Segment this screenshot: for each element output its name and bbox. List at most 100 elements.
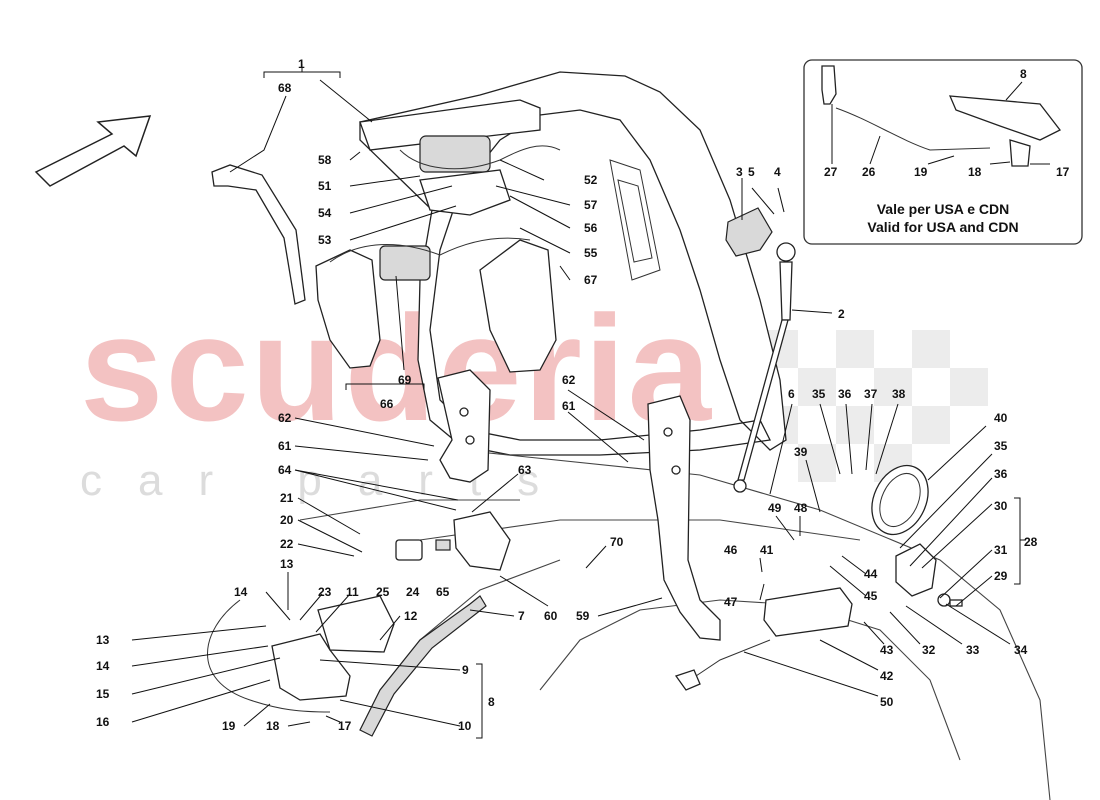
callout-18-bottom: 18 <box>266 719 280 733</box>
callout-50: 50 <box>880 695 894 709</box>
watermark-checker <box>760 330 988 482</box>
callout-43: 43 <box>880 643 894 657</box>
callout-63: 63 <box>518 463 532 477</box>
callout-6: 6 <box>788 387 795 401</box>
callout-20: 20 <box>280 513 294 527</box>
callout-23: 23 <box>318 585 332 599</box>
callout-22: 22 <box>280 537 294 551</box>
callout-59: 59 <box>576 609 590 623</box>
callout-35-top: 35 <box>812 387 826 401</box>
callout-5: 5 <box>748 165 755 179</box>
callout-15: 15 <box>96 687 110 701</box>
callout-11: 11 <box>346 585 359 599</box>
latch-assembly <box>207 511 511 713</box>
callout-61-right: 61 <box>562 399 576 413</box>
callout-13-top: 13 <box>280 557 294 571</box>
callout-51: 51 <box>318 179 332 193</box>
actuator-assembly <box>315 99 561 373</box>
callout-66: 66 <box>380 397 394 411</box>
callout-33: 33 <box>966 643 980 657</box>
callout-30: 30 <box>994 499 1008 513</box>
callout-25: 25 <box>376 585 390 599</box>
release-lever <box>674 587 853 691</box>
callout-48: 48 <box>794 501 808 515</box>
callout-8-inset: 8 <box>1020 67 1027 81</box>
callout-24: 24 <box>406 585 420 599</box>
callout-27: 27 <box>824 165 838 179</box>
inset-note-line2: Valid for USA and CDN <box>867 219 1018 235</box>
callout-68: 68 <box>278 81 292 95</box>
callout-1: 1 <box>298 57 305 71</box>
callout-53: 53 <box>318 233 332 247</box>
callout-18-inset: 18 <box>968 165 982 179</box>
callout-64: 64 <box>278 463 292 477</box>
callout-62-right: 62 <box>562 373 576 387</box>
callout-7: 7 <box>518 609 525 623</box>
callout-13-bottom: 13 <box>96 633 110 647</box>
callout-42: 42 <box>880 669 894 683</box>
callout-10: 10 <box>458 719 472 733</box>
callout-numbers: 1 68 58 51 54 53 52 57 56 55 67 69 66 3 … <box>96 57 1070 733</box>
callout-12: 12 <box>404 609 418 623</box>
callout-35-right: 35 <box>994 439 1008 453</box>
fuel-flap <box>871 464 929 536</box>
gas-strut <box>733 242 796 493</box>
callout-14-top: 14 <box>234 585 248 599</box>
callout-47: 47 <box>724 595 738 609</box>
callout-39: 39 <box>794 445 808 459</box>
callout-19-bottom: 19 <box>222 719 236 733</box>
callout-21: 21 <box>280 491 294 505</box>
callout-46: 46 <box>724 543 738 557</box>
callout-26: 26 <box>862 165 876 179</box>
callout-57: 57 <box>584 198 598 212</box>
callout-65: 65 <box>436 585 450 599</box>
direction-arrow-icon <box>34 115 152 187</box>
callout-67: 67 <box>584 273 598 287</box>
callout-2: 2 <box>838 307 845 321</box>
leader-lines <box>131 64 1050 739</box>
callout-31: 31 <box>994 543 1008 557</box>
callout-54: 54 <box>318 206 332 220</box>
callout-3: 3 <box>736 165 743 179</box>
callout-9: 9 <box>462 663 469 677</box>
bracket-3 <box>725 207 773 257</box>
callout-28: 28 <box>1024 535 1038 549</box>
callout-41: 41 <box>760 543 774 557</box>
callout-34: 34 <box>1014 643 1028 657</box>
callout-37: 37 <box>864 387 878 401</box>
hinge-right <box>647 395 721 641</box>
callout-70: 70 <box>610 535 624 549</box>
callout-69: 69 <box>398 373 412 387</box>
callout-36-top: 36 <box>838 387 852 401</box>
callout-55: 55 <box>584 246 598 260</box>
callout-40: 40 <box>994 411 1008 425</box>
callout-61-left: 61 <box>278 439 292 453</box>
callout-49: 49 <box>768 501 782 515</box>
inset-panel: Vale per USA e CDN Valid for USA and CDN <box>803 59 1083 245</box>
callout-17-bottom: 17 <box>338 719 352 733</box>
flap-actuator <box>895 543 963 607</box>
callout-32: 32 <box>922 643 936 657</box>
callout-36-right: 36 <box>994 467 1008 481</box>
callout-52: 52 <box>584 173 598 187</box>
hose-68 <box>211 164 306 305</box>
callout-56: 56 <box>584 221 598 235</box>
callout-29: 29 <box>994 569 1008 583</box>
watermark-sub: car parts <box>80 456 575 505</box>
callout-44: 44 <box>864 567 878 581</box>
callout-8-bottom: 8 <box>488 695 495 709</box>
callout-45: 45 <box>864 589 878 603</box>
inset-note-line1: Vale per USA e CDN <box>877 201 1010 217</box>
callout-16: 16 <box>96 715 110 729</box>
callout-17-inset: 17 <box>1056 165 1070 179</box>
callout-19-inset: 19 <box>914 165 928 179</box>
callout-4: 4 <box>774 165 781 179</box>
hinge-left <box>437 369 491 483</box>
callout-38: 38 <box>892 387 906 401</box>
callout-62-left: 62 <box>278 411 292 425</box>
callout-58: 58 <box>318 153 332 167</box>
callout-14-bottom: 14 <box>96 659 110 673</box>
watermark-brand: scuderia <box>80 284 713 452</box>
callout-60: 60 <box>544 609 558 623</box>
